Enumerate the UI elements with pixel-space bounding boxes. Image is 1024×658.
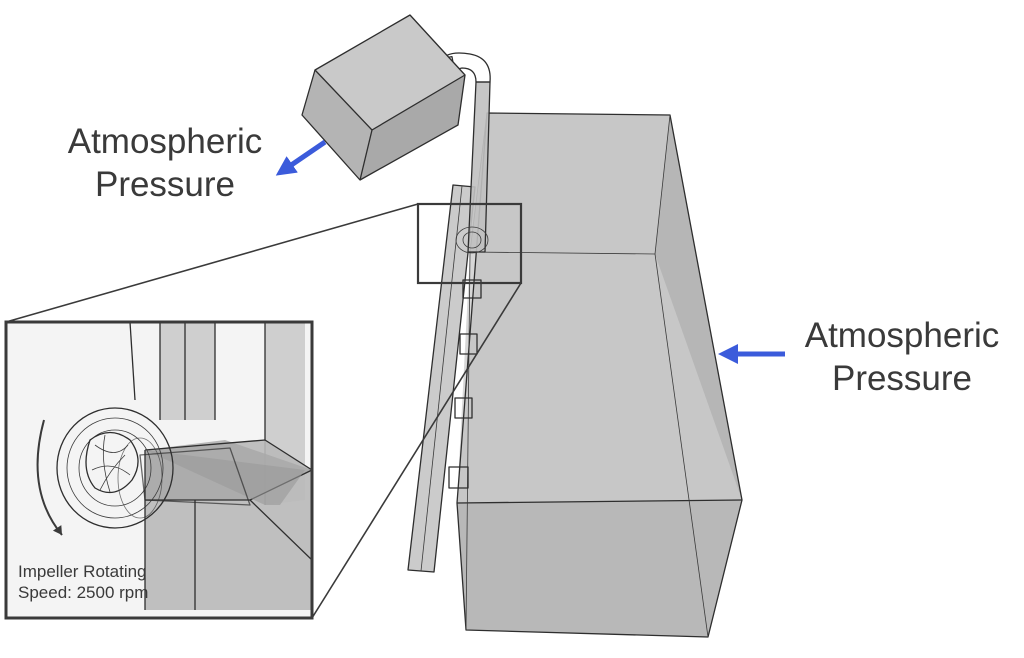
- rotation-arrowhead: [52, 525, 62, 535]
- rotation-arrow: [36, 419, 63, 536]
- zoom-connector-bottom: [311, 282, 522, 619]
- atm-label-top-line1: Atmospheric: [68, 122, 263, 161]
- impeller-label-line1: Impeller Rotating: [18, 562, 147, 581]
- wall-fittings: [448, 279, 482, 489]
- pump-zoom-region: [416, 202, 523, 285]
- atm-label-right-line1: Atmospheric: [805, 316, 1000, 355]
- supply-pipe: [407, 184, 476, 573]
- water-tank: [456, 112, 743, 638]
- zoom-connector-top: [5, 203, 419, 323]
- impeller-label-line2: Speed: 2500 rpm: [18, 583, 148, 602]
- atm-label-right-line2: Pressure: [832, 359, 972, 398]
- impeller-inset: Impeller Rotating Speed: 2500 rpm: [4, 320, 314, 620]
- atm-label-top-line2: Pressure: [95, 165, 235, 204]
- atm-arrow-top: [275, 139, 327, 176]
- outlet-reservoir: [301, 14, 466, 181]
